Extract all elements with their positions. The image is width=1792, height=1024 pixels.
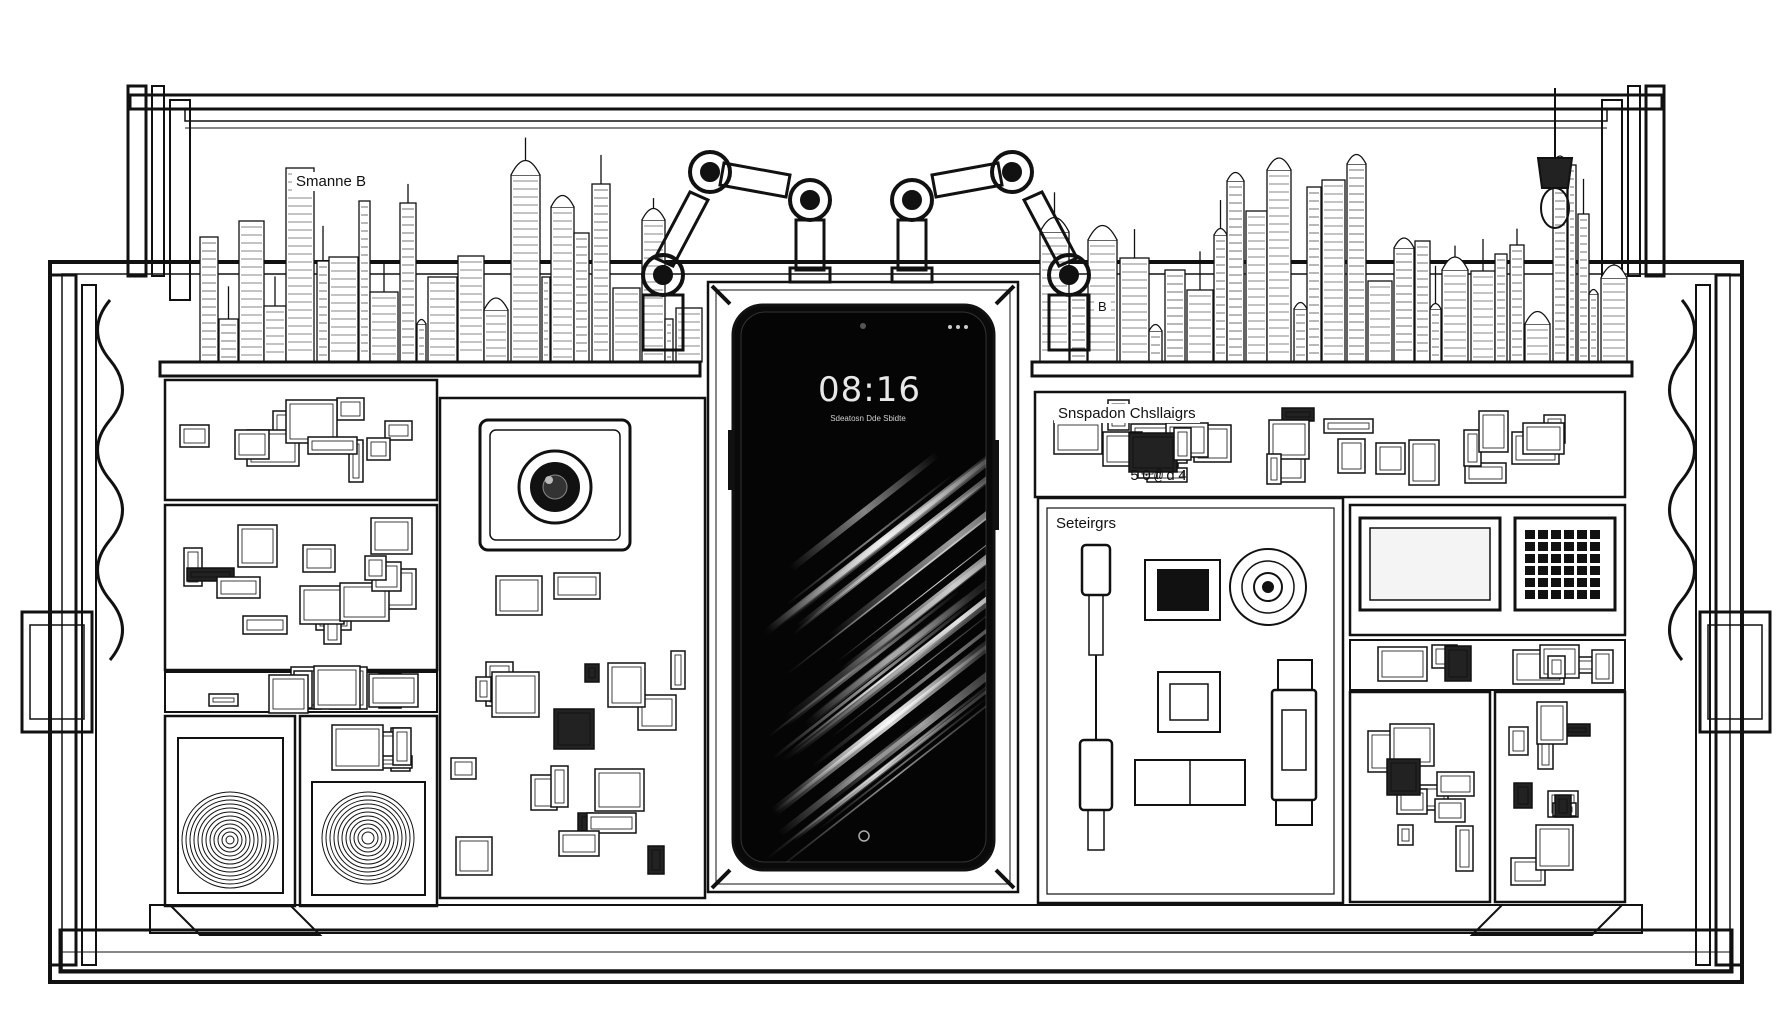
right-shelf — [1030, 360, 1634, 378]
chip-icon — [1144, 559, 1221, 621]
speaker-right — [311, 781, 426, 896]
left-panels — [163, 378, 707, 908]
left-shelf — [158, 360, 702, 378]
usb-connector-icon — [1080, 543, 1112, 597]
phone-cradle — [706, 280, 1020, 894]
hanging-lamp-icon — [1536, 88, 1574, 229]
sign-top-left: Smanne B — [292, 172, 371, 191]
phone-clock: 08:16 — [818, 370, 921, 410]
robot-arm-icon — [890, 150, 1091, 352]
city-skyline-right — [1039, 153, 1628, 363]
phone-subtitle: Sdeatosn Dde Sbidte — [830, 414, 906, 423]
right-panels — [1033, 390, 1627, 905]
sign-right-codes: 50@d4 — [1130, 468, 1191, 485]
sign-right-panel: Snspadon Chsllaigrs — [1054, 404, 1200, 423]
robot-arm-icon — [641, 150, 832, 352]
outer-frame — [20, 84, 1772, 984]
city-skyline-left — [199, 137, 703, 363]
wallpaper-streaks — [762, 409, 986, 862]
smartphone — [728, 303, 999, 872]
camera-module — [478, 418, 632, 552]
speaker-left — [177, 737, 284, 894]
sign-right-sub: Seteirgrs — [1052, 514, 1121, 533]
sign-small-right: B — [1094, 298, 1111, 315]
